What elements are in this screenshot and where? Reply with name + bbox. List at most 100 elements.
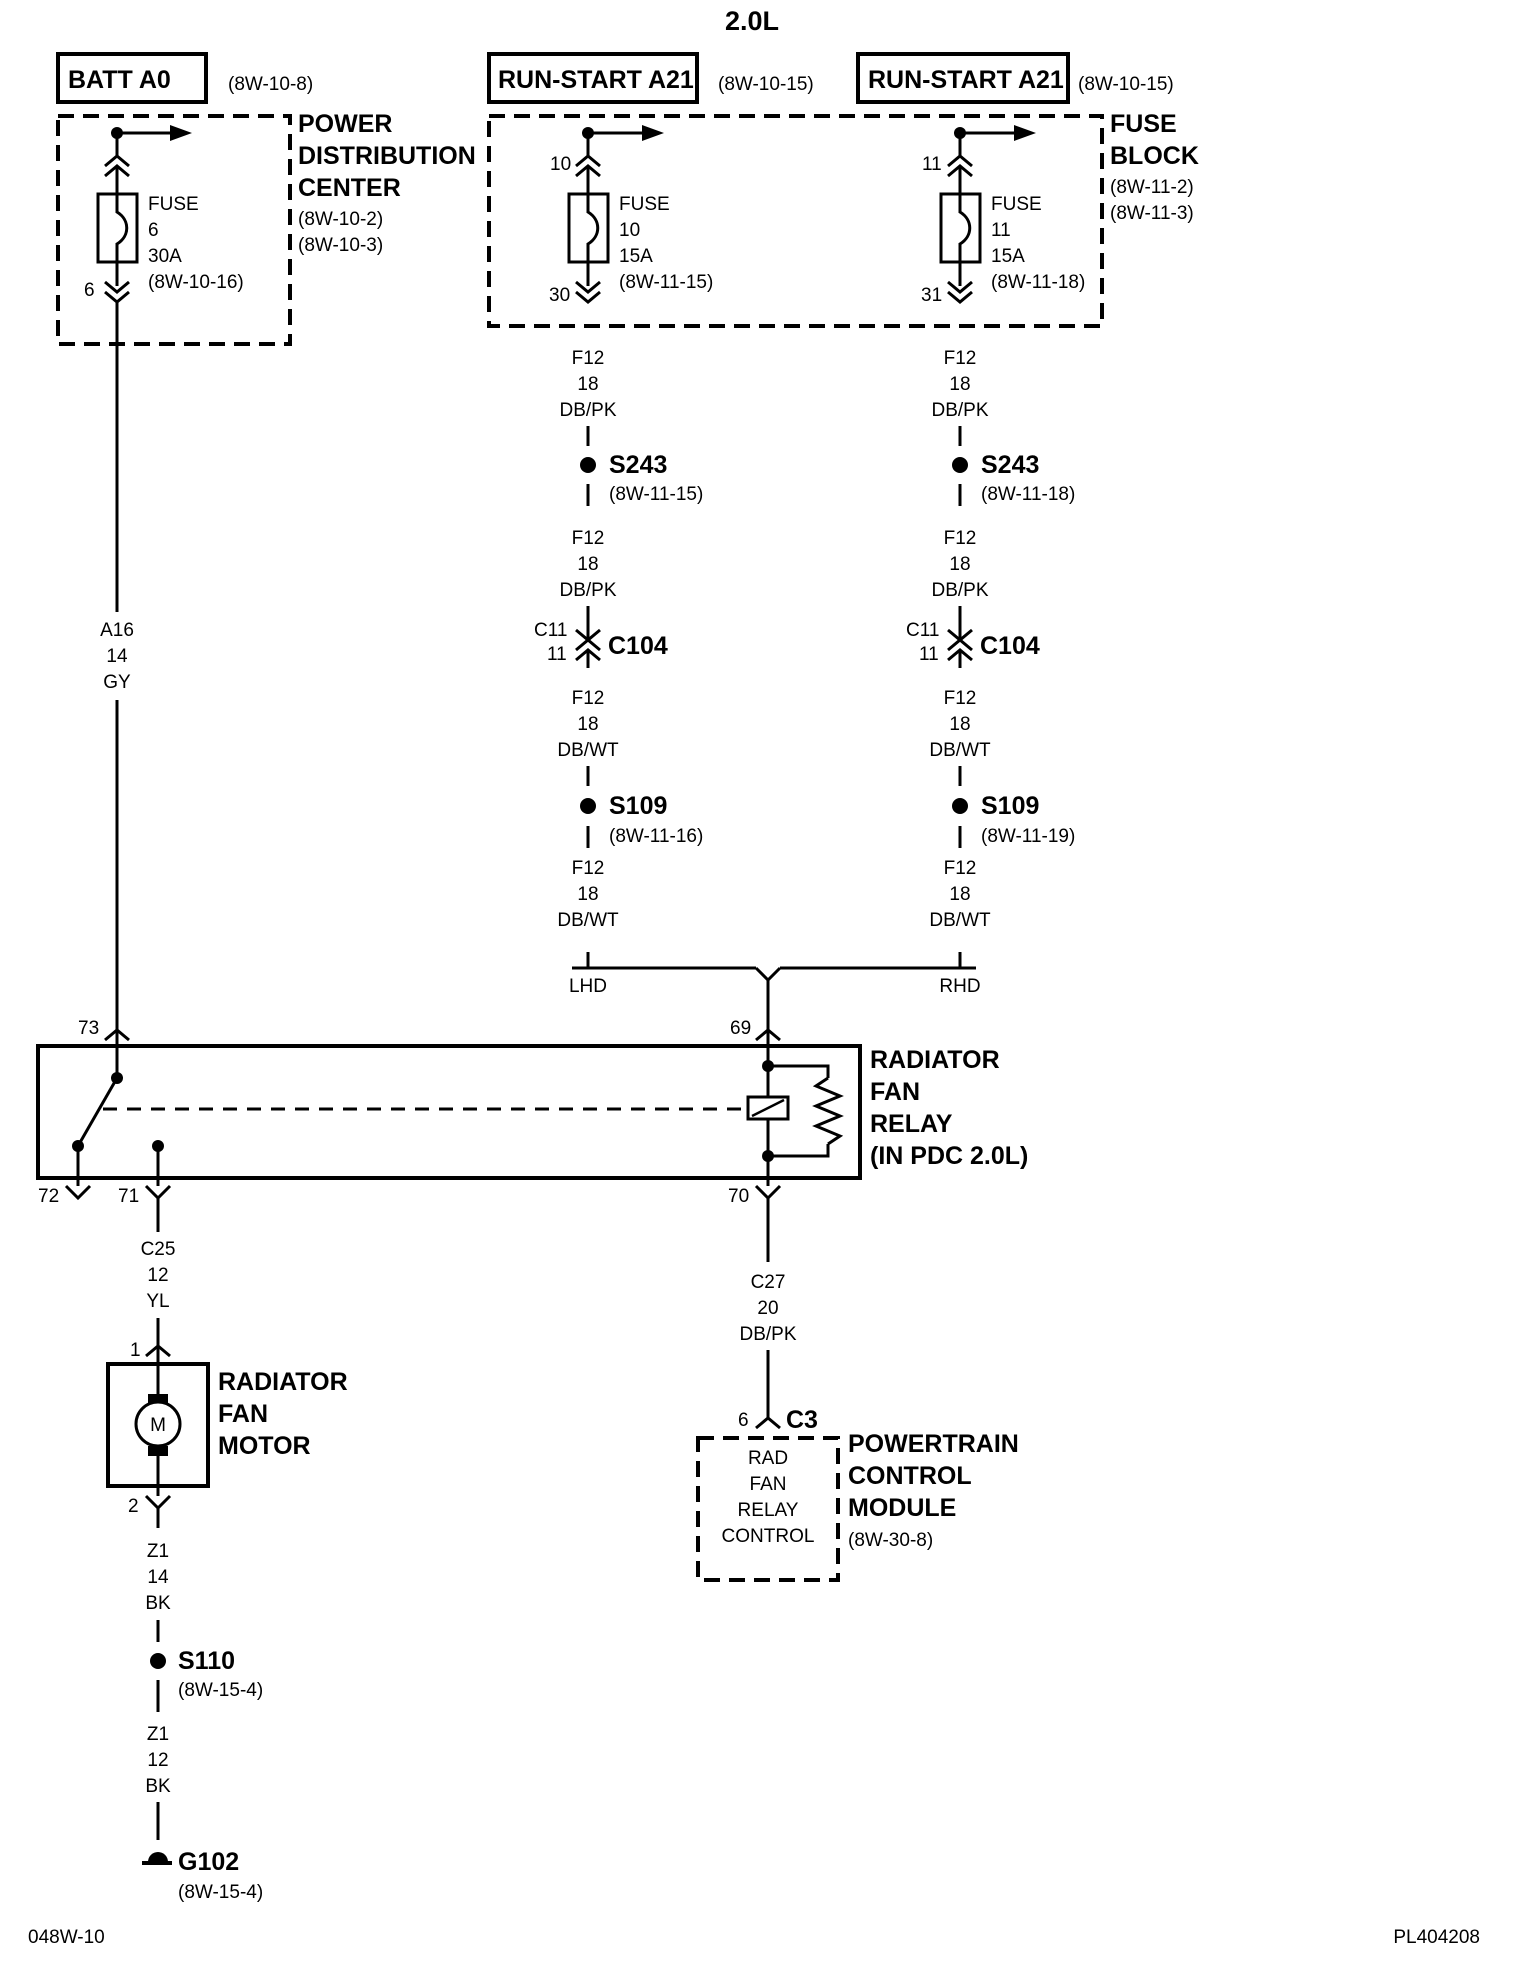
ground-name: G102 [178,1848,239,1876]
splice-ref: (8W-11-16) [609,826,703,847]
pcm-name-line: MODULE [848,1494,956,1522]
fuse-11-icon [939,192,982,264]
splice-ref: (8W-11-19) [981,826,1075,847]
ground-circuit: Z1 14 BK S110 (8W-15-4) Z1 12 BK G102 (8… [142,1508,263,1903]
motor-circuit: C25 12 YL 1 [130,1198,175,1361]
fuse-ref: (8W-10-16) [148,272,244,293]
pdc-ref: (8W-10-3) [298,235,383,256]
wire-color: DB/PK [931,400,988,421]
source-ref: (8W-10-8) [228,74,313,95]
connector-name: C3 [786,1406,818,1434]
wire-color: DB/WT [929,740,991,761]
fuse-number: 10 [619,220,640,241]
wire-color: DB/WT [929,910,991,931]
pcm-inner-line: RELAY [738,1500,799,1521]
arrow-right-icon [642,125,664,141]
wire-circuit: A16 [100,620,134,641]
wire-color: DB/PK [739,1324,796,1345]
source-run-start-2: RUN-START A21 (8W-10-15) [856,52,1174,104]
radiator-fan-motor: M RADIATOR FAN MOTOR 2 [106,1346,348,1517]
motor-name-line: FAN [218,1400,268,1428]
fuse-label: FUSE [991,194,1042,215]
pcm-circuit: C27 20 DB/PK 6 C3 [738,1198,818,1434]
splice-dot [150,1653,166,1669]
splice-name: S243 [981,451,1039,479]
wire-gauge: 14 [147,1567,169,1588]
arrow-right-icon [1014,125,1036,141]
wire-gauge: 12 [147,1265,168,1286]
pcm-ref: (8W-30-8) [848,1530,933,1551]
source-ref: (8W-10-15) [1078,74,1174,95]
branch-lhd: F12 18 DB/PK S243 (8W-11-15) F12 18 DB/P… [534,348,703,997]
wire-gauge: 18 [949,714,970,735]
option-label: LHD [569,976,607,997]
splice-dot [580,457,596,473]
pin-label: 31 [921,285,942,306]
connector-pin: C11 [534,620,567,641]
wire-circuit: C25 [141,1239,176,1260]
fuse-number: 6 [148,220,159,241]
connector-name: C104 [608,632,668,660]
relay-name-line: (IN PDC 2.0L) [870,1142,1028,1170]
wire-circuit: F12 [572,348,605,369]
pcm-inner-line: FAN [750,1474,787,1495]
power-distribution-center: POWER DISTRIBUTION CENTER (8W-10-2) (8W-… [56,110,476,346]
splice-dot [952,457,968,473]
fuse-rating: 15A [619,246,653,267]
wire-circuit: F12 [944,858,977,879]
relay-switch-contact [76,1077,119,1147]
pin-label: 6 [738,1410,749,1431]
splice-ref: (8W-11-15) [609,484,703,505]
wire-color: GY [103,672,131,693]
source-ref: (8W-10-15) [718,74,814,95]
pcm-name-line: CONTROL [848,1462,972,1490]
splice-ref: (8W-15-4) [178,1680,263,1701]
wire-circuit: F12 [944,688,977,709]
splice-name: S109 [981,792,1039,820]
wire-color: BK [145,1776,171,1797]
fuse-number: 11 [991,220,1011,241]
wire-gauge: 18 [949,884,970,905]
fuse-label: FUSE [619,194,670,215]
wire-circuit: F12 [572,688,605,709]
splice-ref: (8W-11-18) [981,484,1075,505]
branch-rhd: F12 18 DB/PK S243 (8W-11-18) F12 18 DB/P… [906,348,1075,997]
source-label: RUN-START A21 [498,66,694,94]
relay-name-line: FAN [870,1078,920,1106]
resistor-icon [812,1076,844,1146]
footer-left-code: 048W-10 [28,1927,105,1948]
fuse-ref: (8W-11-18) [991,272,1085,293]
pin-label: 73 [78,1018,99,1039]
wire-circuit: C27 [751,1272,786,1293]
powertrain-control-module: RAD FAN RELAY CONTROL POWERTRAIN CONTROL… [696,1430,1019,1582]
wire-circuit: F12 [944,348,977,369]
pin-label: 30 [549,285,570,306]
fuse-block-name-line: FUSE [1110,110,1177,138]
wire-color: DB/WT [557,910,619,931]
connector-pin: 11 [919,644,939,665]
pin-label: 6 [84,280,95,301]
option-label: RHD [939,976,980,997]
pdc-ref: (8W-10-2) [298,209,383,230]
wire-a16: A16 14 GY [100,302,134,1030]
relay-name-line: RELAY [870,1110,953,1138]
wire-gauge: 18 [949,374,970,395]
source-label: BATT A0 [68,66,171,94]
pin-label: 2 [128,1496,139,1517]
fuse-rating: 30A [148,246,182,267]
pdc-name-line: POWER [298,110,392,138]
pcm-inner-line: RAD [748,1448,788,1469]
fuse-block-ref: (8W-11-3) [1110,203,1194,224]
fuse-10-icon [567,192,610,264]
wire-gauge: 20 [757,1298,778,1319]
fuse-ref: (8W-11-15) [619,272,713,293]
option-merge-bracket [572,952,976,1030]
splice-name: S243 [609,451,667,479]
wire-circuit: F12 [944,528,977,549]
wire-color: BK [145,1593,171,1614]
splice-name: S110 [178,1647,235,1675]
pcm-name-line: POWERTRAIN [848,1430,1019,1458]
wire-gauge: 18 [577,554,598,575]
wire-color: DB/WT [557,740,619,761]
